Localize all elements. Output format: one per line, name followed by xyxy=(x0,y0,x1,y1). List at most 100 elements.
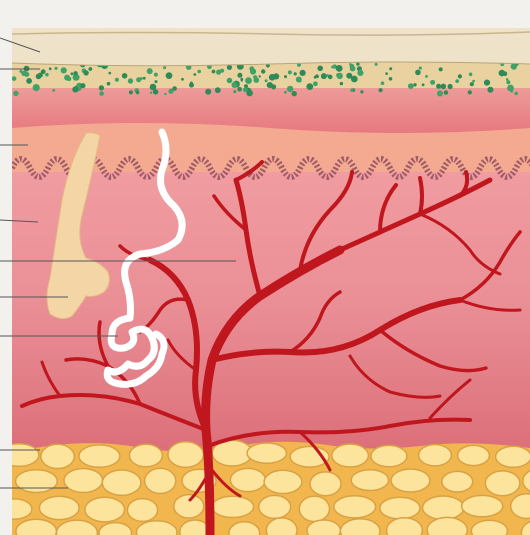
green-dot xyxy=(487,87,493,93)
green-dot xyxy=(83,70,88,75)
fat-cell xyxy=(259,495,291,518)
green-dot xyxy=(448,84,453,89)
green-dot xyxy=(360,90,363,93)
fat-cell xyxy=(423,496,464,519)
green-dot xyxy=(136,91,140,95)
green-dot xyxy=(13,91,18,96)
green-dot xyxy=(288,70,292,74)
fat-cell xyxy=(334,496,376,518)
green-dot xyxy=(340,82,343,85)
green-dot xyxy=(458,74,462,78)
fat-cell xyxy=(0,499,32,519)
green-dot xyxy=(253,77,259,83)
green-dot xyxy=(437,91,443,97)
green-dot xyxy=(346,73,352,79)
green-dot xyxy=(140,77,143,80)
green-dot xyxy=(243,88,248,93)
green-dot xyxy=(216,70,221,75)
green-dot xyxy=(24,72,29,77)
green-dot xyxy=(470,82,474,86)
green-dot xyxy=(259,75,261,77)
green-dot xyxy=(237,87,242,92)
green-dot xyxy=(115,78,119,82)
green-dot xyxy=(212,70,216,74)
green-dot xyxy=(45,73,49,77)
green-dot xyxy=(328,75,333,80)
green-dot xyxy=(71,72,74,75)
green-dot xyxy=(499,70,506,77)
green-dot xyxy=(237,73,242,78)
green-dot xyxy=(273,73,279,79)
green-dot xyxy=(73,71,77,75)
fat-cell xyxy=(145,468,176,493)
fat-cell xyxy=(351,470,388,491)
green-dot xyxy=(61,67,67,73)
green-dot xyxy=(381,81,385,85)
green-dot xyxy=(12,76,17,81)
green-dot xyxy=(336,65,343,72)
fat-cell xyxy=(299,496,329,521)
green-dot xyxy=(49,67,52,70)
green-dot xyxy=(287,86,293,92)
green-dot xyxy=(415,70,421,76)
fat-cell xyxy=(442,471,473,492)
green-dot xyxy=(419,67,422,70)
green-dot xyxy=(444,90,448,94)
green-dot xyxy=(52,89,55,92)
green-dot xyxy=(205,89,211,95)
green-dot xyxy=(166,72,173,79)
green-dot xyxy=(300,70,306,76)
green-dot xyxy=(271,84,276,89)
green-dot xyxy=(150,92,152,94)
fat-cell xyxy=(129,444,162,467)
fat-cell xyxy=(458,445,490,465)
green-dot xyxy=(314,76,317,79)
fat-cell xyxy=(485,471,520,496)
green-dot xyxy=(244,84,248,88)
green-dot xyxy=(215,87,221,93)
green-dot xyxy=(514,92,518,96)
green-dot xyxy=(163,66,166,69)
green-dot xyxy=(425,75,428,78)
green-dot xyxy=(227,65,232,70)
green-dot xyxy=(233,90,236,93)
green-dot xyxy=(296,77,302,83)
fat-cell xyxy=(64,469,103,493)
green-dot xyxy=(54,67,57,70)
green-dot xyxy=(122,73,128,79)
green-dot xyxy=(379,88,383,92)
green-dot xyxy=(147,68,153,74)
green-dot xyxy=(181,78,184,81)
green-dot xyxy=(357,70,363,76)
fat-cell xyxy=(307,520,341,535)
green-dot xyxy=(26,78,32,84)
green-dot xyxy=(385,72,388,75)
green-dot xyxy=(99,85,104,90)
green-dot xyxy=(292,91,297,96)
green-dot xyxy=(306,83,313,90)
green-dot xyxy=(172,86,177,91)
green-dot xyxy=(510,89,513,92)
fat-cell xyxy=(371,445,407,466)
fat-cell xyxy=(85,497,125,522)
green-dot xyxy=(261,69,265,73)
green-dot xyxy=(33,84,40,91)
fat-cell xyxy=(39,496,79,519)
green-dot xyxy=(164,93,166,95)
green-dot xyxy=(143,77,146,80)
fat-cell xyxy=(127,499,157,522)
fat-cell xyxy=(102,470,141,495)
fat-cell xyxy=(419,445,452,466)
fat-cell xyxy=(496,446,530,467)
green-dot xyxy=(350,66,356,72)
green-dot xyxy=(155,80,158,83)
green-dot xyxy=(337,73,343,79)
green-dot xyxy=(422,83,425,86)
fat-cell xyxy=(16,470,58,493)
green-dot xyxy=(506,80,510,84)
green-dot xyxy=(227,78,233,84)
green-dot xyxy=(231,82,237,88)
green-dot xyxy=(436,84,441,89)
